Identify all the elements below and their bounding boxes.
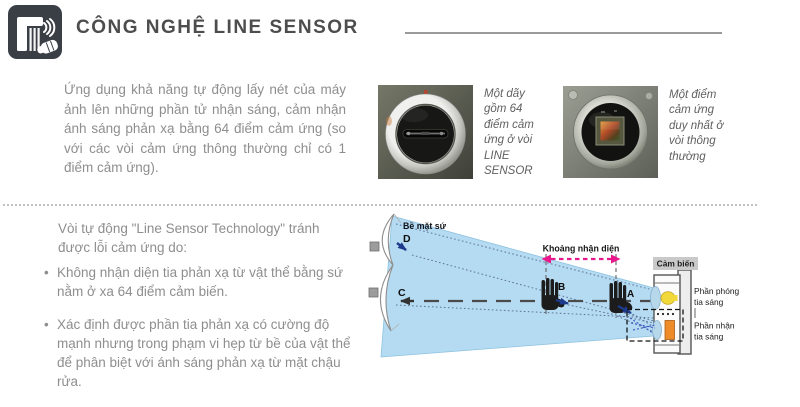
faucet-hand-sensor-icon xyxy=(8,5,62,59)
faucet-body xyxy=(17,24,27,51)
receiver-chip xyxy=(664,320,675,340)
receiver-label-line1: Phần nhận xyxy=(694,321,735,331)
point-a-label: A xyxy=(627,289,634,300)
reflected-ray-a-arrow xyxy=(617,304,632,315)
photo-caption: Một điểm cảm ứng duy nhất ở vòi thông th… xyxy=(669,89,724,163)
hand-icon xyxy=(37,39,58,54)
title-rule xyxy=(405,32,722,34)
porcelain-surface xyxy=(368,213,402,332)
sensor-label-box xyxy=(653,257,698,270)
received-light-scatter xyxy=(629,317,656,334)
single-point-sensor-photo xyxy=(563,86,658,178)
faucet-arm xyxy=(17,17,43,26)
receiver-lens xyxy=(652,320,662,340)
lower-heading: Vòi tự động "Line Sensor Technology" trá… xyxy=(58,221,320,255)
detection-range-label: Khoảng nhận diện xyxy=(543,244,620,254)
bullet-list: Không nhận diện tia phản xạ từ vật thể b… xyxy=(44,263,356,405)
point-b-label: B xyxy=(558,282,565,293)
sensor-label: Cảm biến xyxy=(657,259,695,269)
water-stream xyxy=(29,28,40,51)
bullet-item: Không nhận diện tia phản xạ từ vật thể b… xyxy=(44,263,356,301)
line-sensor-strip xyxy=(402,129,449,139)
emitter-label-line2: tia sáng xyxy=(694,297,724,307)
detection-range-arrow xyxy=(541,254,621,264)
emitter-label-line1: Phần phóng xyxy=(694,286,740,296)
receiver-highlight-box xyxy=(626,308,684,342)
emitter-lens xyxy=(650,286,661,310)
page-title: CÔNG NGHỆ LINE SENSOR xyxy=(76,17,359,38)
surface-label: Bề mặt sứ xyxy=(403,221,447,231)
line-sensor-ring-photo xyxy=(378,85,473,179)
intro-paragraph: Ứng dụng khả năng tự động lấy nét của má… xyxy=(64,82,346,175)
photo-caption: Một dãy gồm 64 điểm cảm ứng ở vòi LINE S… xyxy=(484,88,534,178)
light-cone xyxy=(380,215,655,358)
reflected-ray-b-arrow xyxy=(555,297,569,305)
ray-d-arrow xyxy=(396,242,407,251)
point-c-label: C xyxy=(398,287,406,299)
point-sensor-chip xyxy=(595,116,625,146)
receiver-label-line2: tia sáng xyxy=(694,332,724,342)
signal-waves-icon xyxy=(43,18,56,37)
section-divider xyxy=(3,204,757,206)
emitter-bulb xyxy=(660,291,678,305)
point-d-label: D xyxy=(403,233,411,245)
bullet-item: Xác định được phần tia phản xạ có cường … xyxy=(44,315,356,391)
sensor-diagram: C Bề mặt sứ D Khoảng nhận diện xyxy=(368,197,800,407)
sensor-unit xyxy=(650,269,692,355)
